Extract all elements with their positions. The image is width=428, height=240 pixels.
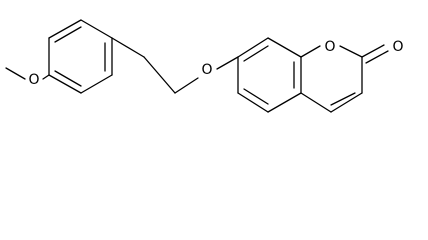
bond-ring-to-methoxy-oxygen: [42, 74, 50, 80]
bond-carbonyl-b: [365, 50, 389, 64]
bond-ch2-to-ether-oxygen: [174, 77, 199, 94]
ether-oxygen-label: O: [201, 62, 212, 78]
bond-lactone-double-inner: [330, 92, 356, 106]
bond-lactone-2: [339, 45, 363, 58]
bond-carbonyl-a: [361, 44, 385, 58]
bond-ether-oxygen-to-coumarin: [216, 56, 239, 70]
bond-ring-to-ch2: [111, 37, 145, 58]
bond-ring2-1: [237, 37, 269, 58]
bond-ring1-4: [80, 74, 113, 94]
bond-lactone-5: [300, 92, 332, 113]
bond-ring1-inner-c: [54, 70, 82, 87]
carbonyl-oxygen-label: O: [392, 39, 403, 55]
chemical-structure-diagram: O O O O: [5, 19, 404, 113]
bond-lactone-1: [300, 45, 321, 58]
bond-ring2-5: [237, 92, 269, 113]
bond-ring2-2: [267, 37, 302, 58]
bond-ring1-1: [48, 19, 82, 39]
bonds: [5, 19, 389, 113]
ring-oxygen-label: O: [324, 39, 335, 55]
bond-ch2-to-ch2b: [143, 56, 176, 94]
methoxy-oxygen-label: O: [28, 72, 39, 88]
bond-ring1-5: [48, 74, 82, 94]
bond-ring1-2: [80, 19, 113, 39]
bond-ring2-4: [267, 92, 302, 113]
atom-labels: O O O O: [28, 39, 403, 88]
bond-ring2-inner-a: [243, 45, 269, 62]
bond-ring2-inner-c: [243, 88, 269, 105]
bond-ring1-inner-a: [54, 26, 82, 43]
bond-methoxy-oxygen-to-methyl: [5, 67, 26, 80]
bond-lactone-4: [330, 92, 363, 113]
